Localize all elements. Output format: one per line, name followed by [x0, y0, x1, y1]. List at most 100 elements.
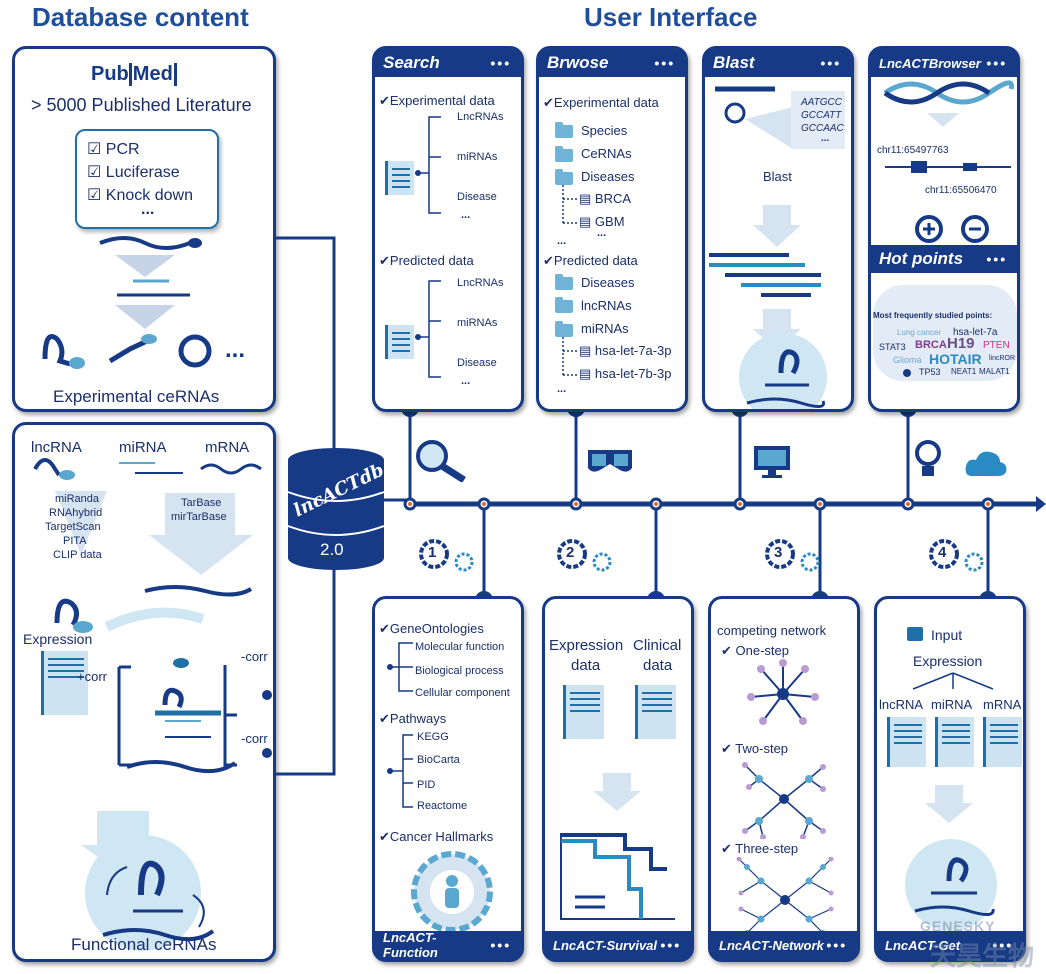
browse-card[interactable]: Brwose••• ✔Experimental data Species CeR… [536, 46, 688, 412]
pathway-reactome[interactable]: Reactome [417, 800, 468, 812]
network-two-step[interactable]: ✔ Two-step [721, 741, 789, 756]
get-expression: Expression [913, 653, 983, 669]
pos-corr-label: +corr [77, 669, 107, 684]
network-three-step[interactable]: ✔ Three-step [721, 841, 799, 856]
search-predicted: ✔Predicted data [379, 253, 474, 268]
word-glioma: Glioma [893, 355, 922, 365]
step-3-icon: 3 [764, 538, 828, 579]
browser-card[interactable]: LncACTBrowser••• chr11:65497763 chr11:65… [868, 46, 1020, 412]
search-card[interactable]: Search••• ✔Experimental data LncRNAs miR… [372, 46, 524, 412]
col-lncrna: lncRNA [31, 439, 82, 456]
functional-cernas-caption: Functional ceRNAs [71, 935, 217, 954]
watermark-latin: GENESKY [920, 918, 996, 934]
browse-diseases-1[interactable]: Diseases [581, 169, 635, 184]
network-card[interactable]: competing network ✔ One-step ✔ Two-step … [708, 596, 860, 962]
get-footer[interactable]: LncACT-Get••• [877, 931, 1023, 959]
step-2-icon: 2 [556, 538, 620, 579]
browse-experimental: ✔Experimental data [543, 95, 659, 110]
blast-header[interactable]: Blast••• [705, 49, 851, 77]
function-card[interactable]: ✔GeneOntologies Molecular function Biolo… [372, 596, 524, 962]
col-mrna: mRNA [205, 439, 250, 456]
word-lincror: lincROR [989, 355, 1016, 362]
browse-mirnas[interactable]: miRNAs [581, 321, 629, 336]
survival-expression-data: data [571, 657, 601, 674]
browse-ellipsis-a: ... [557, 235, 567, 247]
genome-browser-illustration [883, 80, 1014, 243]
browse-species[interactable]: Species [581, 123, 628, 138]
prediction-panel: lncRNA miRNA mRNA miRanda RNAhybrid Targ… [12, 422, 276, 962]
search-item-more-2: ... [461, 375, 471, 387]
col-mirna: miRNA [119, 439, 167, 456]
search-item-mirnas-1[interactable]: miRNAs [457, 151, 498, 163]
folder-icon [555, 122, 573, 138]
word-neat1: NEAT1 [951, 367, 977, 376]
methods-box: ☑ PCR ☑ Luciferase ☑ Knock down ... [75, 129, 219, 229]
pathway-pid[interactable]: PID [417, 779, 436, 791]
hotpoints-header[interactable]: Hot points••• [871, 245, 1017, 273]
go-molecular-function[interactable]: Molecular function [415, 641, 505, 653]
browse-file-let7a[interactable]: ▤ hsa-let-7a-3p [579, 343, 672, 358]
expression-label: Expression [23, 631, 93, 647]
go-cellular-component[interactable]: Cellular component [415, 687, 510, 699]
neg-corr-label-2: -corr [241, 731, 268, 746]
experimental-cernas-caption: Experimental ceRNAs [53, 387, 220, 406]
get-col-mrna: mRNA [983, 697, 1022, 712]
word-hotair: HOTAIR [929, 351, 982, 367]
blast-card[interactable]: Blast••• AATGCC GCCATT GCCAAC ... Blast [702, 46, 854, 412]
pathway-kegg[interactable]: KEGG [417, 731, 449, 743]
search-item-lncrnas-2[interactable]: LncRNAs [457, 277, 504, 289]
hallmarks-wheel-icon [411, 851, 493, 933]
browser-header[interactable]: LncACTBrowser••• [871, 49, 1017, 77]
blast-seq-2: GCCATT [801, 110, 842, 121]
word-pten: PTEN [983, 340, 1010, 351]
timeline [401, 399, 1046, 609]
db-version: 2.0 [320, 540, 344, 559]
browse-ellipsis-a2: ... [597, 227, 607, 239]
survival-clinical: Clinical [633, 637, 682, 654]
search-item-mirnas-2[interactable]: miRNAs [457, 317, 498, 329]
browse-predicted: ✔Predicted data [543, 253, 638, 268]
network-footer[interactable]: LncACT-Network••• [711, 931, 857, 959]
database-content-title: Database content [32, 2, 249, 32]
svg-text:...: ... [225, 336, 245, 363]
survival-card[interactable]: Expression data Clinical data LncACT-Sur… [542, 596, 694, 962]
browse-file-brca[interactable]: ▤ BRCA [579, 191, 632, 206]
browser-chr-a: chr11:65497763 [877, 145, 949, 156]
literature-count: > 5000 Published Literature [31, 95, 252, 115]
browse-file-gbm[interactable]: ▤ GBM [579, 214, 625, 229]
input-icon [907, 627, 923, 641]
tool-mirtarbase: mirTarBase [171, 511, 227, 523]
search-item-disease-2[interactable]: Disease [457, 357, 497, 369]
get-col-mirna: miRNA [931, 697, 973, 712]
word-stat3: STAT3 [879, 342, 906, 352]
get-illustration [905, 785, 997, 931]
watermark-cn: 天昊生物 [930, 941, 1035, 971]
function-pathways: ✔Pathways [379, 711, 447, 726]
pathway-biocarta[interactable]: BioCarta [417, 754, 460, 766]
function-footer[interactable]: LncACT-Function••• [375, 930, 521, 960]
lncrna-doc-icon [887, 717, 926, 767]
browser-chr-b: chr11:65506470 [925, 185, 997, 196]
browse-diseases-2[interactable]: Diseases [581, 275, 635, 290]
browse-header[interactable]: Brwose••• [539, 49, 685, 77]
network-one-step[interactable]: ✔ One-step [721, 643, 789, 658]
word-let7a: hsa-let-7a [953, 327, 998, 338]
tool-tarbase: TarBase [181, 497, 222, 509]
browse-cernas[interactable]: CeRNAs [581, 146, 632, 161]
expression-doc-icon [563, 685, 604, 739]
survival-clinical-data: data [643, 657, 673, 674]
search-item-disease-1[interactable]: Disease [457, 191, 497, 203]
word-cloud [873, 285, 1017, 381]
neg-corr-label-1: -corr [241, 649, 268, 664]
browse-lncrnas[interactable]: lncRNAs [581, 298, 632, 313]
search-header[interactable]: Search••• [375, 49, 521, 77]
get-card[interactable]: Input Expression lncRNA miRNA mRNA LncAC… [874, 596, 1026, 962]
go-biological-process[interactable]: Biological process [415, 665, 504, 677]
lightbulb-icon [915, 440, 941, 476]
clinical-doc-icon [635, 685, 676, 739]
search-item-lncrnas-1[interactable]: LncRNAs [457, 111, 504, 123]
browse-file-let7b[interactable]: ▤ hsa-let-7b-3p [579, 366, 672, 381]
survival-footer[interactable]: LncACT-Survival••• [545, 931, 691, 959]
one-step-network-icon [747, 659, 819, 725]
